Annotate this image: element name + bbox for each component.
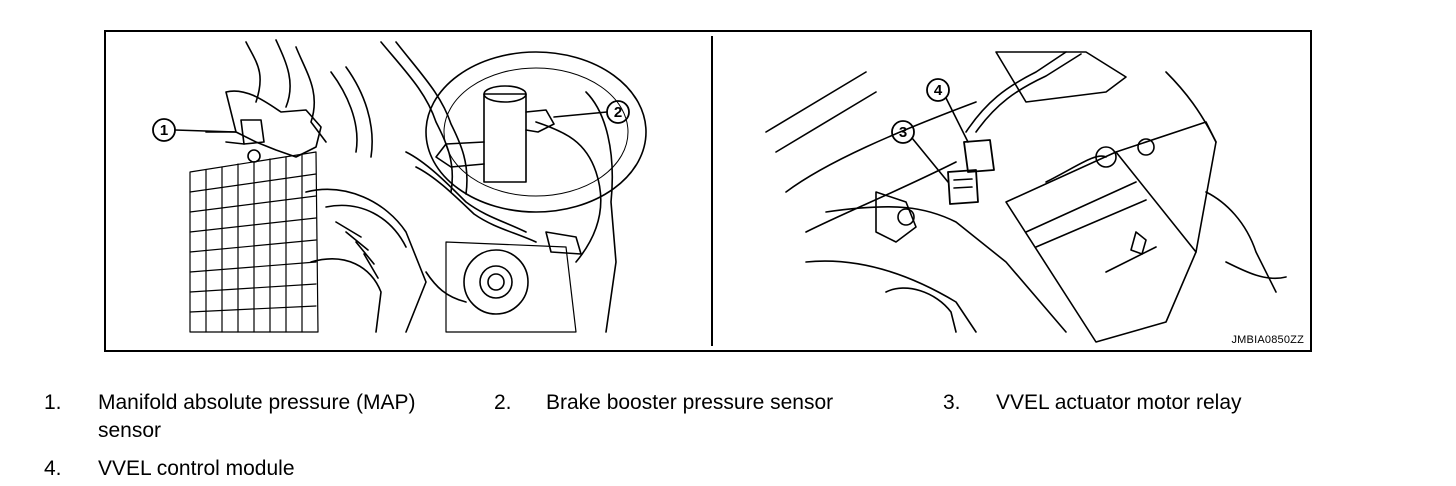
- legend-number-2: 2.: [494, 391, 512, 414]
- radiator-grid: [189, 151, 319, 333]
- component-location-figure: 1 2 3 4 JMBIA0850ZZ: [104, 30, 1312, 352]
- callout-1-marker: [152, 118, 237, 142]
- callout-4-marker: [926, 78, 969, 143]
- callout-3-label: 3: [899, 124, 907, 141]
- panel-divider: [711, 36, 713, 346]
- legend-text-1: Manifold absolute pressure (MAP) sensor: [98, 391, 416, 442]
- callout-4-label: 4: [934, 82, 943, 99]
- callout-2-marker: [553, 100, 630, 124]
- callout-1-label: 1: [160, 122, 168, 139]
- legend-text-2: Brake booster pressure sensor: [546, 391, 834, 414]
- legend-number-3: 3.: [943, 391, 961, 414]
- callout-3-marker: [891, 120, 949, 183]
- figure-code: JMBIA0850ZZ: [1231, 334, 1304, 346]
- left-view-illustration: [189, 39, 647, 333]
- legend-text-4: VVEL control module: [98, 457, 295, 480]
- legend-number-4: 4.: [44, 457, 62, 480]
- legend-text-3: VVEL actuator motor relay: [996, 391, 1242, 414]
- callout-2-label: 2: [614, 104, 622, 121]
- legend-number-1: 1.: [44, 391, 62, 414]
- right-view-illustration: [765, 51, 1287, 343]
- engine-bay-illustration: 1 2 3 4: [152, 39, 1287, 343]
